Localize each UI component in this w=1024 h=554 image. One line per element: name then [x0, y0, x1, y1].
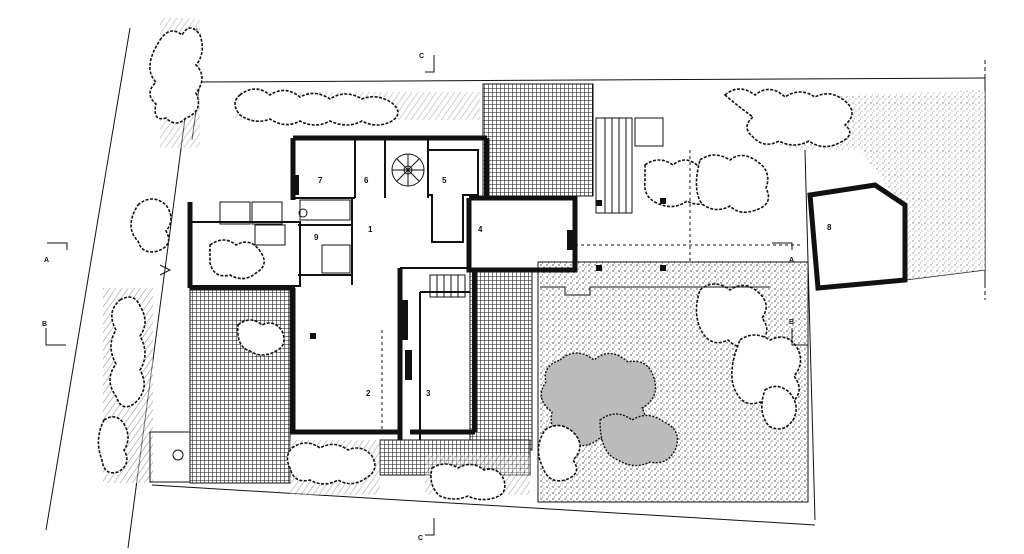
room-label-4: 4	[478, 225, 483, 234]
room-label-8: 8	[827, 223, 832, 232]
room-label-7: 7	[318, 176, 323, 185]
room-label-5: 5	[442, 176, 447, 185]
room-label-1: 1	[368, 225, 373, 234]
trees	[97, 27, 853, 501]
room-label-6: 6	[364, 176, 369, 185]
section-marker-c-bottom: C	[418, 535, 423, 542]
main-building	[187, 135, 800, 440]
pavilion	[807, 182, 908, 291]
section-markers: A A B B C C	[42, 53, 808, 542]
section-marker-a-right: A	[789, 257, 794, 264]
garden-wall	[310, 198, 770, 339]
room-label-3: 3	[426, 389, 431, 398]
stairs-north	[595, 117, 664, 214]
room-label-9: 9	[314, 233, 319, 242]
room-label-2: 2	[366, 389, 371, 398]
paving-areas	[189, 83, 594, 484]
section-marker-b-right: B	[789, 319, 794, 326]
section-marker-a-left: A	[44, 257, 49, 264]
section-marker-b-left: B	[42, 321, 47, 328]
west-wing	[149, 201, 301, 483]
section-marker-c-top: C	[419, 53, 424, 60]
room-labels: 1 2 3 4 5 6 7 8 9	[314, 176, 832, 398]
